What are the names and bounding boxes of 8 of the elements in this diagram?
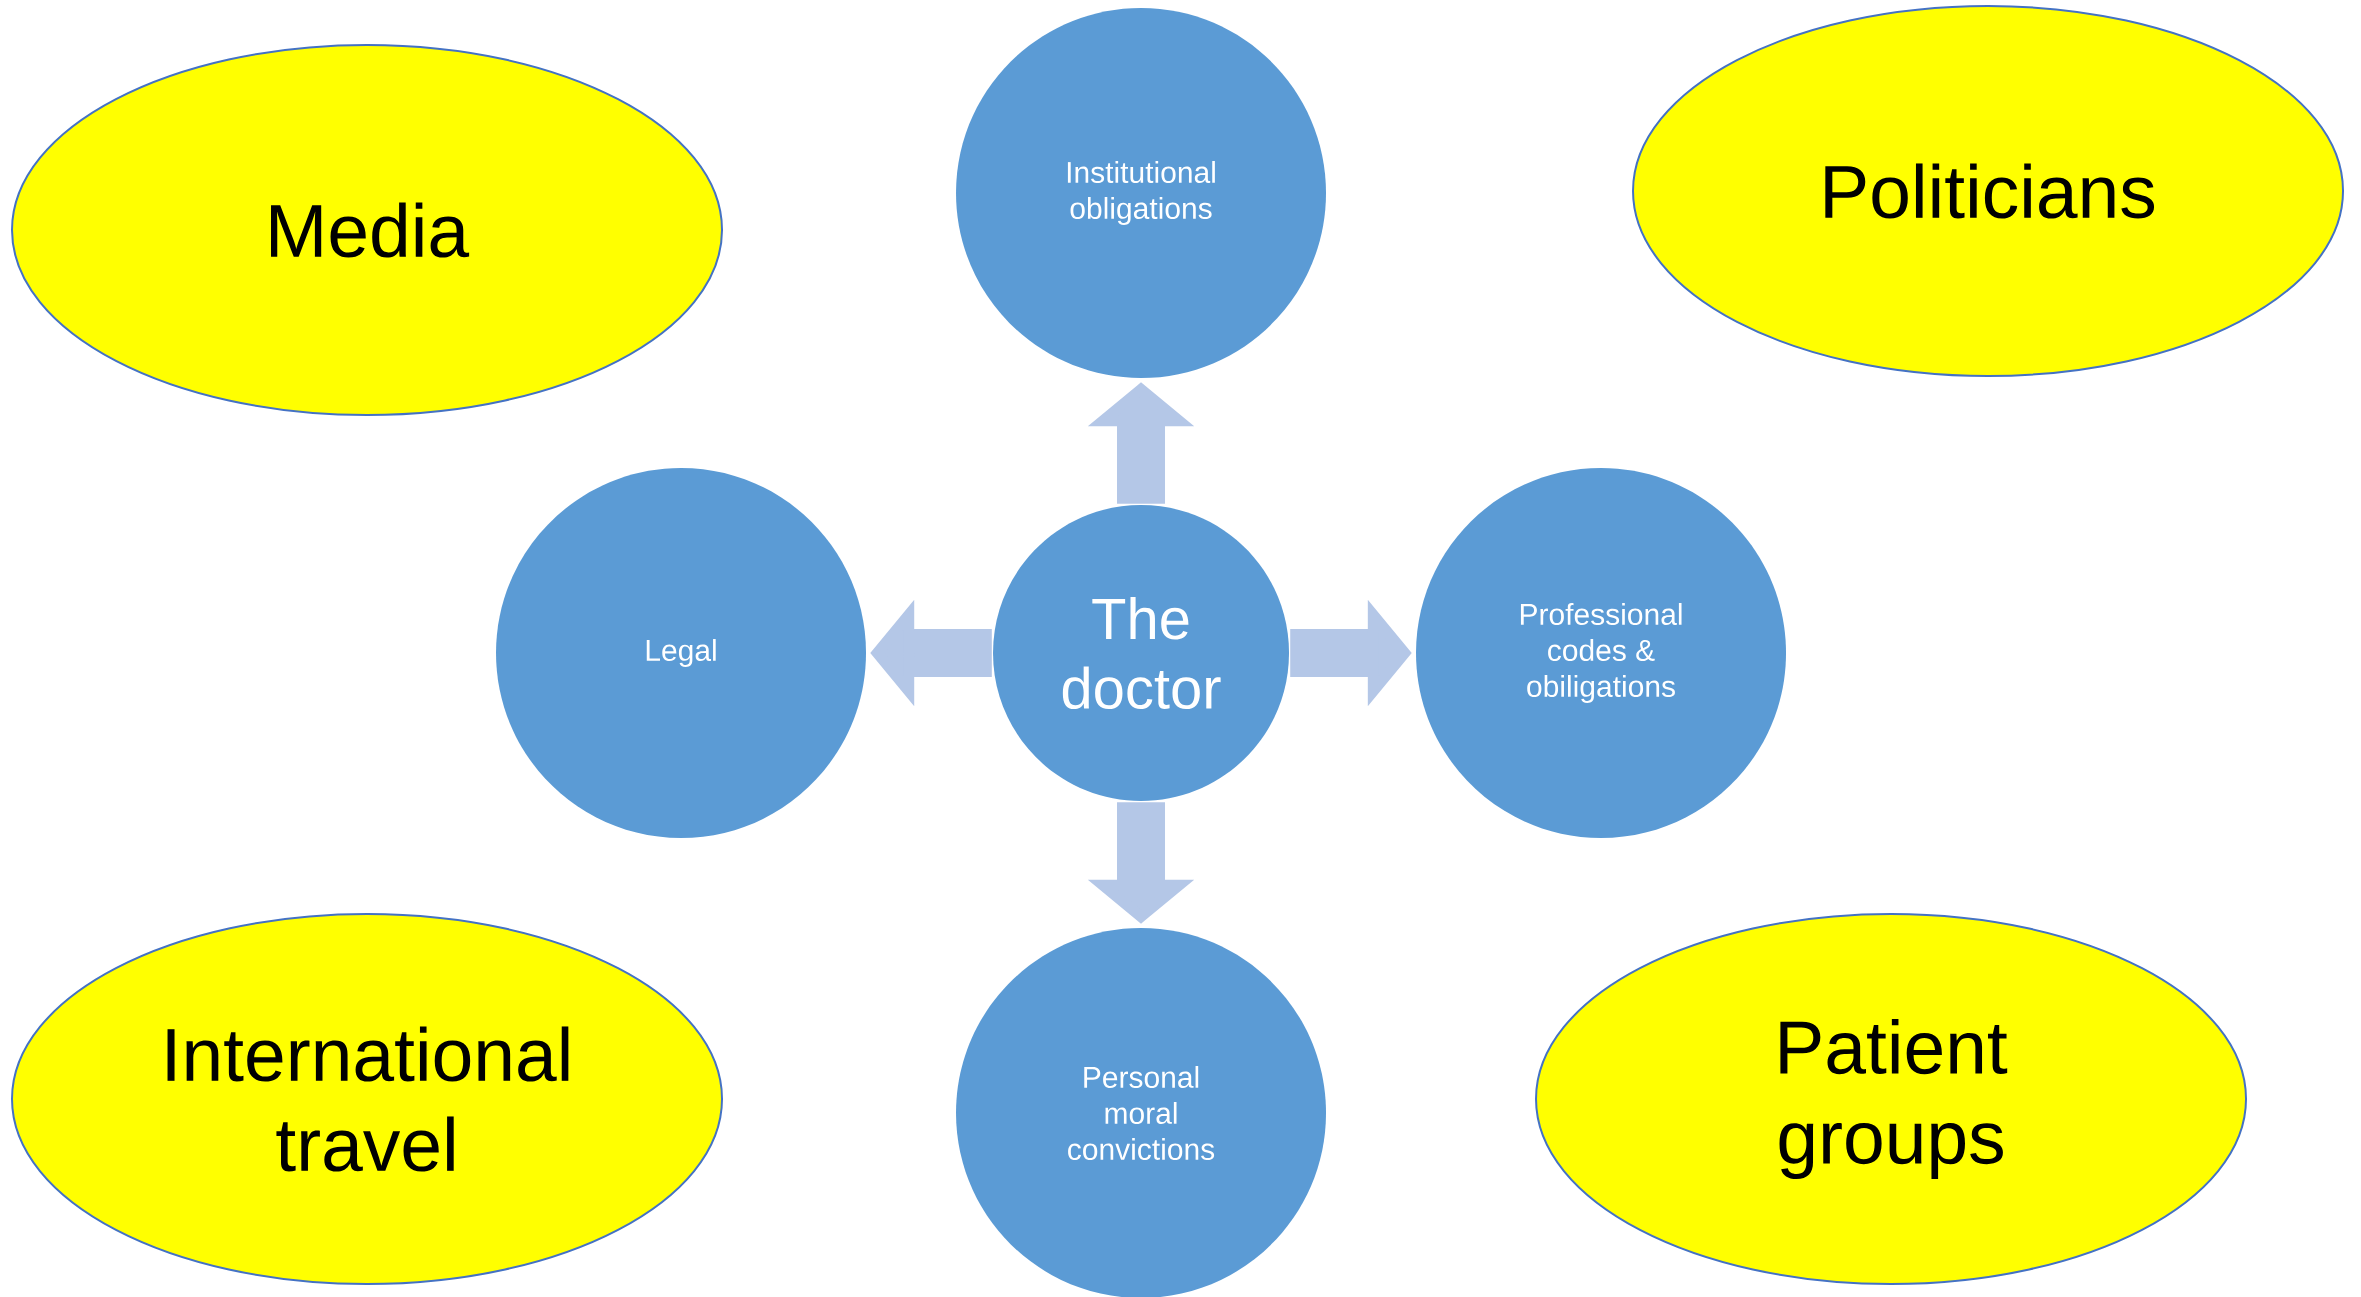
oval-node: Patient groups	[1535, 913, 2247, 1285]
circle-node: Professional codes & obiligations	[1416, 468, 1786, 838]
oval-node: International travel	[11, 913, 723, 1285]
circle-node: Legal	[496, 468, 866, 838]
circle-node: The doctor	[993, 505, 1289, 801]
oval-node: Politicians	[1632, 5, 2344, 377]
circle-node: Institutional obligations	[956, 8, 1326, 378]
oval-node: Media	[11, 44, 723, 416]
